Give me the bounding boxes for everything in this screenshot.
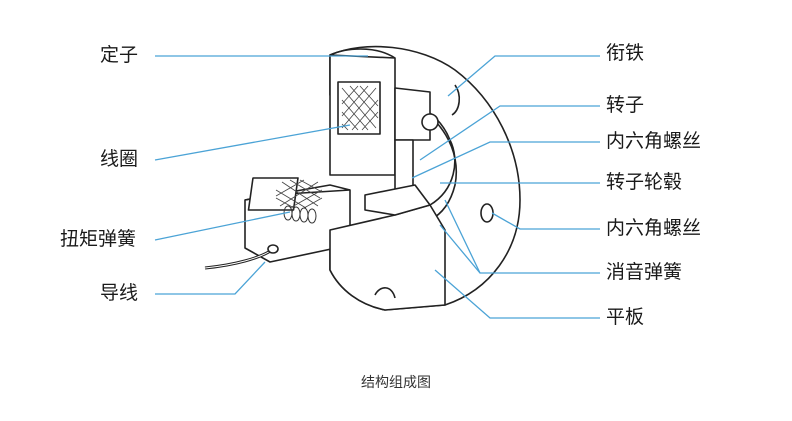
side-hole [480,203,494,223]
leader-plate [434,269,600,319]
bottom-notch [374,287,396,299]
front-plate [329,204,446,311]
label-armature: 衔铁 [606,42,645,64]
label-torsion-spring: 扭矩弹簧 [60,228,137,250]
torsion-spring-coils [283,205,317,224]
side-notch [451,84,461,116]
label-stator: 定子 [100,44,139,66]
label-rotor-hub: 转子轮毂 [606,171,683,193]
leader-hex-screw-upper [411,141,600,179]
label-silencer-spring: 消音弹簧 [606,261,683,283]
label-plate: 平板 [606,306,645,328]
stator-block-top [329,48,396,59]
label-rotor: 转子 [606,94,645,116]
label-hex-screw-upper: 内六角螺丝 [606,130,702,152]
leader-rotor [419,105,600,161]
leader-lines [154,55,600,319]
leader-coil [154,124,351,161]
label-coil: 线圈 [100,148,139,170]
rotor-bar [394,139,414,191]
leader-hex-screw-lower [491,212,600,230]
leader-lead-wire [155,261,266,295]
armature-part [394,87,431,141]
leader-silencer-2 [444,199,481,274]
label-hex-screw-lower: 内六角螺丝 [606,217,702,239]
coil-hatching [275,85,379,209]
leader-torsion-spring [154,211,291,241]
screw-head [421,113,439,131]
leader-armature [447,55,600,97]
coil-box-lower [247,177,299,211]
label-lead-wire: 导线 [100,282,139,304]
hub [364,184,431,216]
caption: 结构组成图 [361,375,431,391]
